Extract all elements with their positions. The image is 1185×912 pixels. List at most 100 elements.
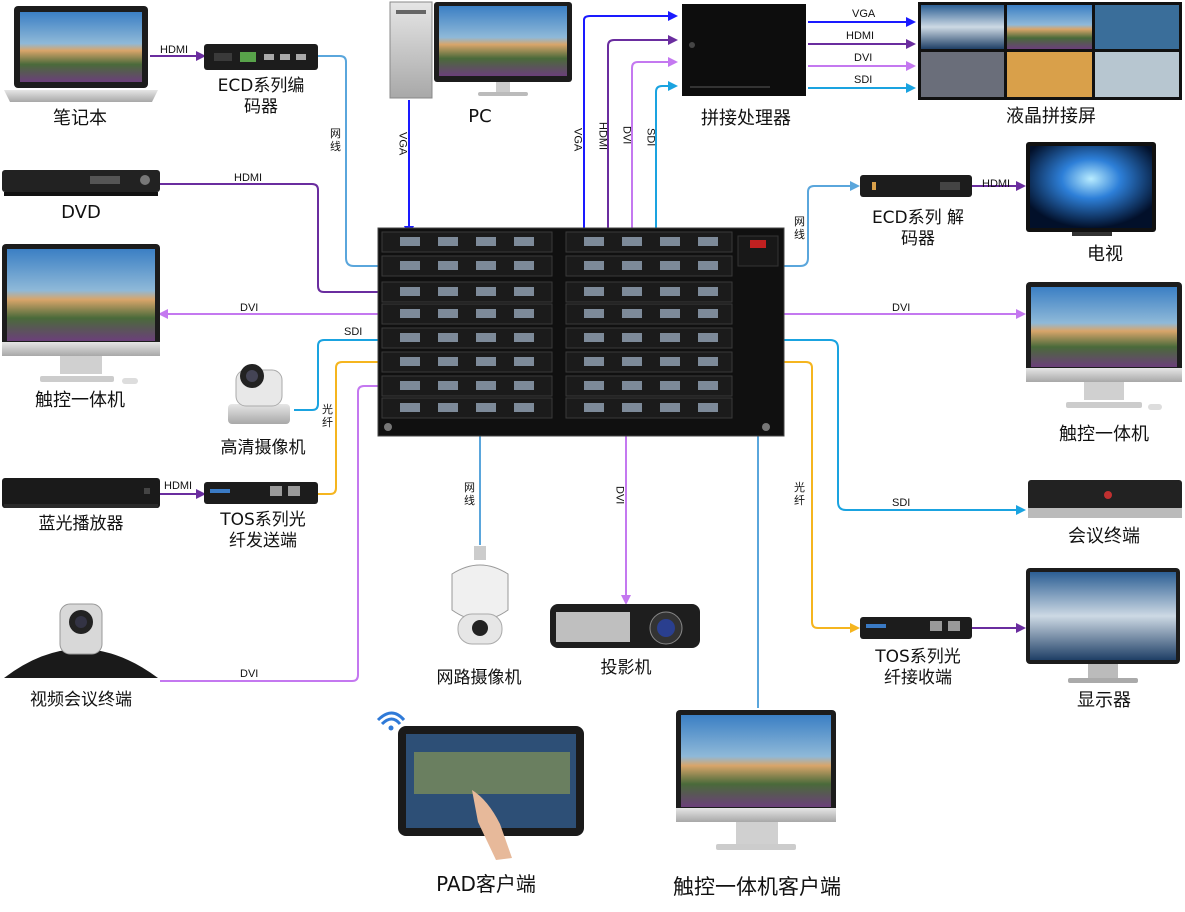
label-laptop: 笔记本 [53,108,107,129]
rack-port [476,381,496,390]
label-ecd-encoder: ECD系列编 码器 [217,76,305,118]
label-pad-client: PAD客户端 [436,872,536,896]
rack-port [584,309,604,318]
rack-port [698,357,718,366]
rack-port [660,309,680,318]
pc-device [389,1,572,99]
splice-processor-device [682,4,806,96]
rack-port [400,357,420,366]
monitor-device [1026,568,1180,683]
rack-port [514,357,534,366]
wire-decoder-net [722,181,860,267]
ip-camera-device [451,546,509,645]
rack-slot [565,375,733,397]
rack-port [584,357,604,366]
wire-label-proc-hdmi: HDMI [596,122,609,151]
rack-port [438,287,458,296]
rack-slot [381,351,553,373]
rack-port [400,309,420,318]
wire-label-touch-left-dvi: DVI [240,302,259,314]
rack-port [660,403,680,412]
label-projector: 投影机 [600,658,652,678]
rack-port [400,287,420,296]
rack-port [698,381,718,390]
rack-port [476,287,496,296]
wire-proc-hdmi [607,35,678,266]
rack-slot [381,327,553,349]
label-tv: 电视 [1087,244,1123,265]
rack-slot [565,327,733,349]
wire-label-projector-dvi: DVI [613,486,626,505]
tos-rx-device [860,617,972,639]
touch-client-device [676,710,836,850]
wire-proc-sdi [655,81,678,340]
rack-port [400,381,420,390]
label-touch-client: 触控一体机客户端 [673,875,841,899]
rack-port [514,261,534,270]
label-bluray: 蓝光播放器 [38,514,124,534]
rack-slot [565,397,733,419]
rack-port [476,357,496,366]
wire-label-decoder-hdmi: HDMI [982,178,1011,190]
rack-port [514,381,534,390]
rack-slot [381,281,553,303]
rack-slot [381,397,553,419]
label-tos-tx: TOS系列光 纤发送端 [220,510,306,552]
wire-label-rx-fiber: 光 纤 [794,481,805,507]
label-dvd: DVD [61,202,101,223]
rack-port [438,357,458,366]
wire-label-dvd-hdmi: HDMI [234,172,263,184]
wire-label-touch-right-dvi: DVI [892,302,911,314]
rack-port [476,403,496,412]
label-touch-left: 触控一体机 [35,390,125,411]
video-conf-terminal-device [4,603,158,678]
rack-port [438,309,458,318]
rack-slot [565,303,733,325]
rack-port [476,261,496,270]
rack-port [400,261,420,270]
wire-label-laptop-hdmi: HDMI [160,44,189,56]
rack-port [438,381,458,390]
rack-port [660,333,680,342]
rack-port [584,403,604,412]
rack-port [400,403,420,412]
wire-proc-vga [583,11,678,240]
wire-label-wall-sdi: SDI [854,74,873,86]
label-tos-rx: TOS系列光 纤接收端 [875,647,961,689]
wire-label-proc-sdi: SDI [644,128,657,147]
tv-device [1026,142,1156,236]
rack-port [698,261,718,270]
rack-slot [565,351,733,373]
label-monitor: 显示器 [1077,690,1131,711]
rack-port [622,381,642,390]
label-hd-camera: 高清摄像机 [220,438,306,458]
wire-label-wall-vga: VGA [852,8,876,20]
wire-label-decoder-net: 网 线 [794,215,805,241]
label-lcd-wall: 液晶拼接屏 [1006,106,1096,127]
wire-label-ipcam-net: 网 线 [464,481,475,507]
wire-label-proc-vga: VGA [571,128,584,152]
wire-dvd-hdmi [160,183,398,297]
ecd-decoder-device [860,175,972,197]
dvd-device [2,170,160,196]
tos-tx-device [204,482,318,504]
rack-port [698,403,718,412]
conference-terminal-device [1028,480,1182,518]
rack-port [514,287,534,296]
touch-left-device [2,244,160,384]
rack-port [584,381,604,390]
rack-port [476,333,496,342]
ecd-encoder-device [204,44,318,70]
rack-slot [565,231,733,253]
wire-label-wall-hdmi: HDMI [846,30,875,42]
rack-port [660,357,680,366]
rack-port [622,237,642,246]
pad-client-device [376,711,584,860]
rack-port [622,403,642,412]
rack-port [514,333,534,342]
rack-slot [381,303,553,325]
rack-port [584,287,604,296]
rack-port [438,237,458,246]
rack-port [400,333,420,342]
rack-port [622,261,642,270]
